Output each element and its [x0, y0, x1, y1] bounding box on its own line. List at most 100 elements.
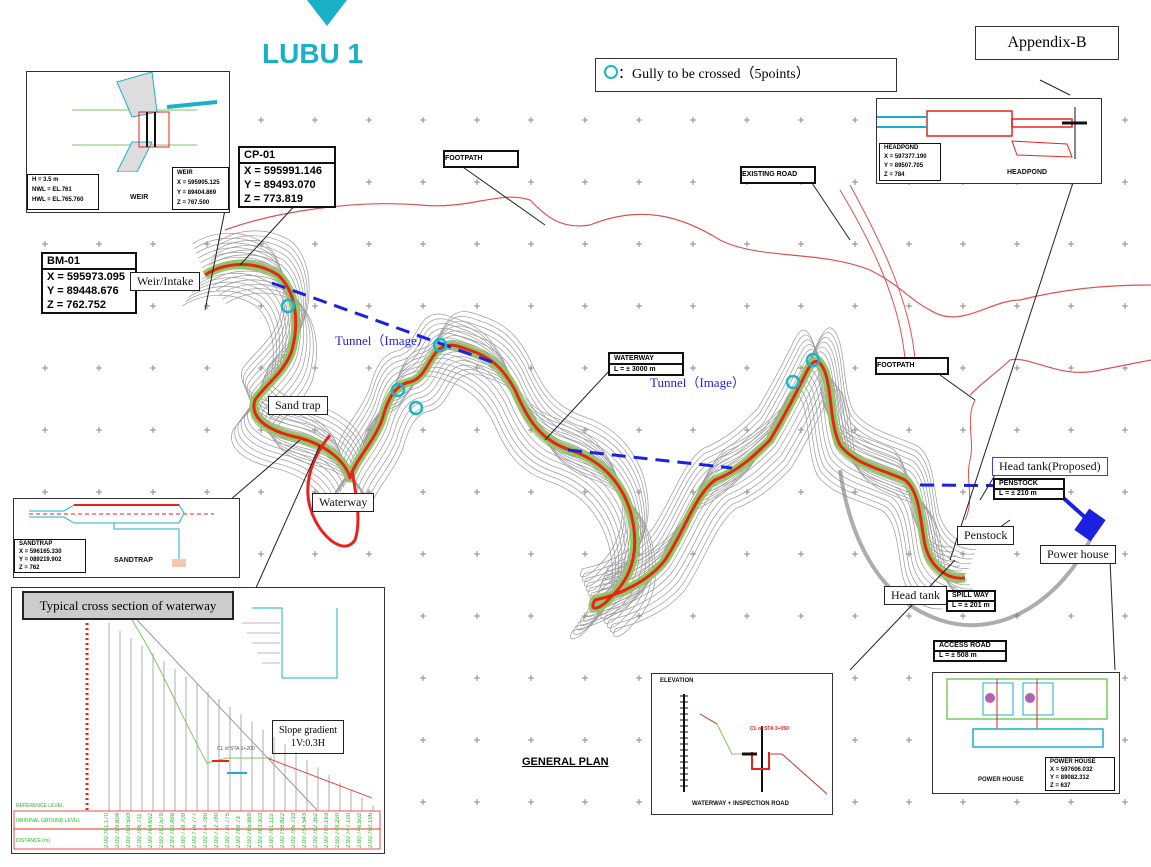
grid-cross	[366, 117, 372, 123]
cp01-name: CP-01	[240, 148, 334, 164]
grid-cross	[636, 427, 642, 433]
contour-line	[201, 256, 963, 602]
ground-level-value: 2.00 746.502	[357, 812, 363, 848]
penstock-label: Penstock	[957, 526, 1015, 545]
contour-line	[182, 294, 943, 640]
sandtrap-coord: SANDTRAP	[19, 541, 53, 547]
location-marker-triangle	[307, 0, 347, 26]
headpond-drawing	[877, 107, 1087, 159]
grid-cross	[582, 551, 588, 557]
contour-line	[218, 230, 979, 575]
ground-level-value: 2.00 791.170	[104, 812, 110, 848]
ground-level-value: 2.00 761.115	[269, 813, 275, 848]
grid-cross	[474, 489, 480, 495]
grid-cross	[690, 365, 696, 371]
head-tank-proposed-label: Head tank(Proposed)	[992, 457, 1108, 476]
grid-cross	[1122, 241, 1128, 247]
elevation-cl-label: CL of STA 3+050	[750, 726, 789, 732]
elevation-title: ELEVATION	[660, 678, 694, 684]
grid-cross	[690, 303, 696, 309]
grid-cross	[582, 179, 588, 185]
grid-cross	[150, 489, 156, 495]
footpath-line	[224, 196, 1151, 318]
grid-cross	[906, 675, 912, 681]
row-label: REFERENCE LEVEL	[16, 803, 64, 809]
powerhouse-drawing	[946, 678, 1108, 748]
ground-level-value: 2.00 782.579	[159, 812, 165, 848]
grid-cross	[798, 303, 804, 309]
grid-cross	[1068, 799, 1074, 805]
weir-coord: X = 595905.125	[177, 180, 220, 186]
grid-cross	[528, 179, 534, 185]
grid-cross	[636, 117, 642, 123]
weir-coord: Y = 89404.869	[177, 190, 217, 196]
weir-coord: Z = 767.500	[177, 200, 210, 206]
ground-level-value: 2.00 789.804	[115, 812, 121, 848]
grid-cross	[312, 303, 318, 309]
grid-cross	[852, 179, 858, 185]
grid-cross	[960, 365, 966, 371]
contour-line	[216, 235, 977, 580]
grid-cross	[690, 241, 696, 247]
contour-line	[198, 247, 959, 592]
grid-cross	[528, 489, 534, 495]
grid-cross	[258, 117, 264, 123]
grid-cross	[906, 427, 912, 433]
bm01-x: X = 595973.095	[47, 271, 125, 283]
grid-cross	[420, 303, 426, 309]
grid-cross	[528, 675, 534, 681]
grid-cross	[1068, 365, 1074, 371]
headpond-coord: HEADPOND	[884, 145, 919, 151]
grid-cross	[960, 489, 966, 495]
grid-cross	[906, 737, 912, 743]
grid-cross	[960, 303, 966, 309]
grid-cross	[906, 613, 912, 619]
ground-level-value: 2.00 748.290	[335, 812, 341, 848]
sandtrap-caption: SANDTRAP	[114, 557, 153, 564]
head-tank-label: Head tank	[884, 586, 947, 605]
ground-level-value: 2.00 788.503	[126, 812, 132, 848]
grid-cross	[420, 117, 426, 123]
grid-cross	[1068, 241, 1074, 247]
grid-cross	[204, 489, 210, 495]
grid-cross	[96, 241, 102, 247]
grid-cross	[366, 365, 372, 371]
grid-cross	[1014, 427, 1020, 433]
grid-cross	[420, 613, 426, 619]
gully-marker	[805, 352, 821, 368]
grid-cross	[1122, 427, 1128, 433]
grid-cross	[582, 303, 588, 309]
ground-level-value: 2.00 765.869	[247, 812, 253, 848]
grid-cross	[798, 489, 804, 495]
grid-cross	[798, 613, 804, 619]
weir-detail-panel: H = 3.5 m NWL = EL.761 HWL = EL.765.760 …	[26, 71, 230, 213]
grid-cross	[1122, 179, 1128, 185]
grid-cross	[1122, 551, 1128, 557]
grid-cross	[474, 675, 480, 681]
cp01-x: X = 595991.146	[244, 165, 322, 177]
grid-cross	[636, 179, 642, 185]
headpond-caption: HEADPOND	[1007, 169, 1048, 176]
grid-cross	[852, 303, 858, 309]
tunnel-label-2: Tunnel（Image）	[650, 375, 745, 390]
ground-level-value: 2.00 754.543	[302, 812, 308, 848]
contour-line	[225, 292, 986, 637]
penstock-length-tag: PENSTOCK L = ± 210 m	[993, 478, 1065, 500]
footpath-line-3	[964, 399, 976, 521]
grid-cross	[906, 241, 912, 247]
grid-cross	[150, 427, 156, 433]
ground-level-value: 2.00 770.775	[225, 812, 231, 848]
grid-cross	[798, 551, 804, 557]
ground-level-value: 2.00 752.352	[313, 812, 319, 848]
cross-section-drawing	[13, 607, 381, 850]
grid-cross	[960, 241, 966, 247]
cp01-coordinates: CP-01 X = 595991.146 Y = 89493.070 Z = 7…	[238, 146, 336, 208]
grid-cross	[744, 551, 750, 557]
grid-cross	[366, 551, 372, 557]
grid-cross	[528, 117, 534, 123]
legend-text: Gully to be crossed（5points）	[632, 67, 810, 82]
powerhouse-coord: Z = 637	[1050, 783, 1071, 789]
grid-cross	[960, 613, 966, 619]
grid-cross	[906, 303, 912, 309]
gully-legend-icon	[604, 65, 618, 79]
